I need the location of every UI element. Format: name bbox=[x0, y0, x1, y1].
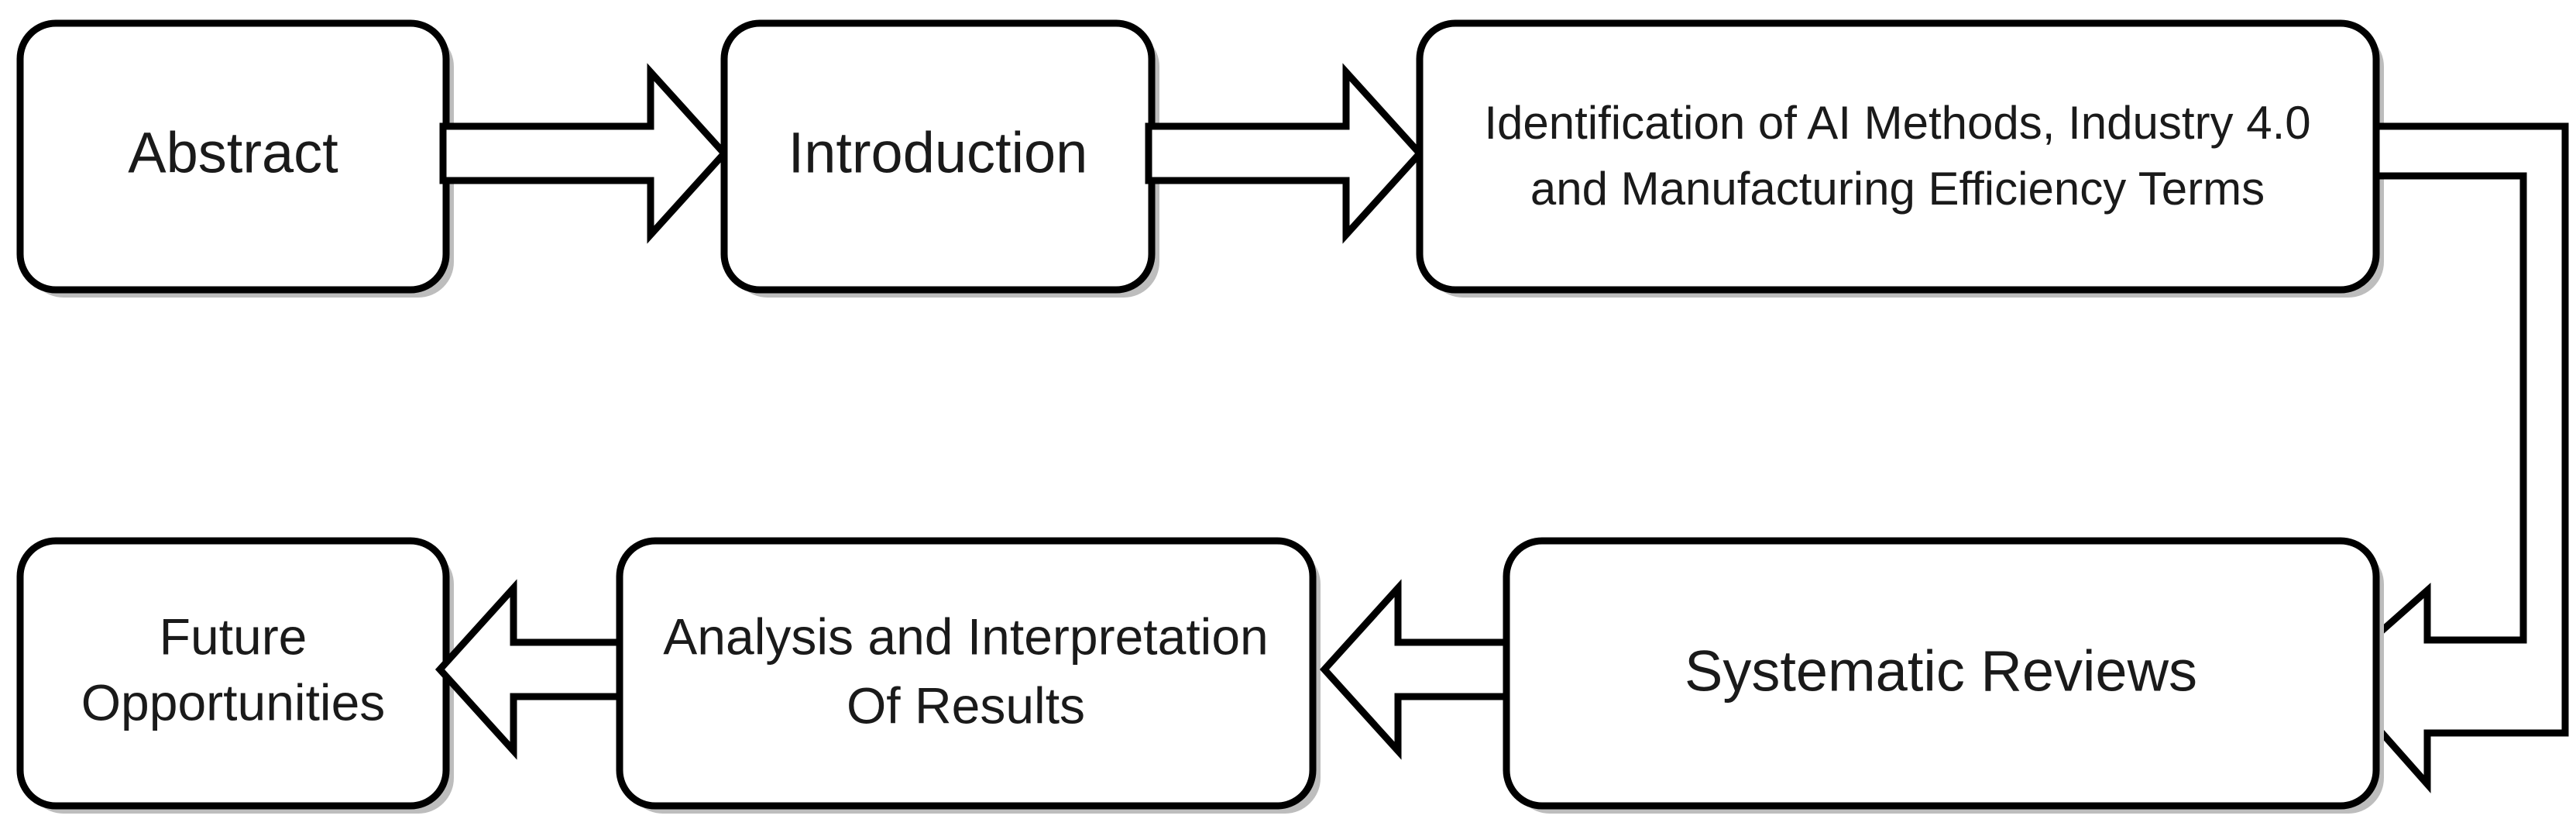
right-block-arrow-icon bbox=[439, 63, 730, 244]
connector-systematic-reviews-to-analysis bbox=[1319, 579, 1510, 760]
node-introduction[interactable]: Introduction bbox=[720, 19, 1159, 298]
node-analysis-box bbox=[616, 537, 1317, 810]
node-identification-box bbox=[1416, 19, 2380, 294]
connector-abstract-to-introduction bbox=[439, 63, 730, 244]
node-identification[interactable]: Identification of AI Methods, Industry 4… bbox=[1416, 19, 2384, 298]
node-analysis[interactable]: Analysis and Interpretation Of Results bbox=[616, 537, 1321, 814]
left-block-arrow-icon bbox=[434, 579, 623, 760]
node-future-opportunities-label-line2: Opportunities bbox=[81, 673, 386, 731]
node-introduction-label: Introduction bbox=[788, 121, 1088, 185]
connector-introduction-to-identification bbox=[1145, 63, 1425, 244]
node-identification-label-line2: and Manufacturing Efficiency Terms bbox=[1530, 163, 2265, 215]
node-abstract[interactable]: Abstract bbox=[16, 19, 454, 298]
node-future-opportunities[interactable]: Future Opportunities bbox=[16, 537, 454, 814]
node-systematic-reviews-box bbox=[1503, 537, 2380, 810]
node-systematic-reviews-label: Systematic Reviews bbox=[1685, 639, 2197, 704]
node-systematic-reviews[interactable]: Systematic Reviews bbox=[1503, 537, 2384, 814]
right-block-arrow-icon bbox=[1145, 63, 1425, 244]
node-identification-label-line1: Identification of AI Methods, Industry 4… bbox=[1484, 97, 2310, 149]
connector-analysis-to-future-opportunities bbox=[434, 579, 623, 760]
node-abstract-label: Abstract bbox=[128, 121, 338, 185]
left-block-arrow-icon bbox=[1319, 579, 1510, 760]
node-analysis-label-line1: Analysis and Interpretation bbox=[663, 607, 1268, 665]
node-analysis-label-line2: Of Results bbox=[847, 676, 1085, 734]
node-future-opportunities-label-line1: Future bbox=[160, 607, 307, 665]
